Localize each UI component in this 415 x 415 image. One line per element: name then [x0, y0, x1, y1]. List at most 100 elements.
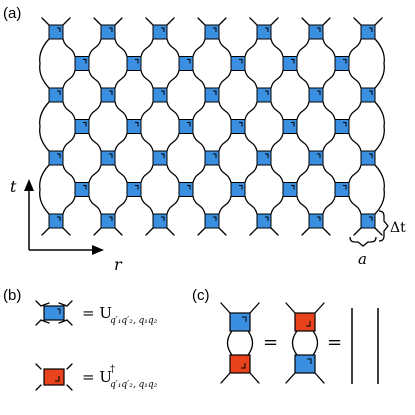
gate-square: [126, 182, 142, 197]
identity-wires: [351, 308, 379, 384]
gate-orientation-mark: [135, 185, 139, 190]
unitary-gate: [48, 24, 64, 40]
gate-orientation-mark: [57, 27, 61, 32]
circuit-wire: [322, 196, 336, 215]
gate-udagger-definition: = U † q′₁q′₂, q₁q₂: [35, 363, 158, 391]
gate-square: [230, 182, 246, 197]
open-leg: [218, 17, 227, 26]
gate-square: [48, 24, 64, 40]
gate-square: [204, 87, 220, 103]
unitary-gate: [178, 182, 194, 197]
open-leg: [353, 227, 362, 236]
circuit-wire: [88, 164, 102, 183]
unitary-gate: [74, 182, 90, 197]
unitary-gate: [334, 56, 350, 71]
circuit-wire: [348, 196, 362, 215]
gate-square: [178, 56, 194, 71]
gate-orientation-mark: [57, 153, 61, 158]
open-leg: [93, 17, 102, 26]
unitary-gate: [48, 213, 64, 229]
circuit-wire: [140, 133, 154, 152]
gate-orientation-mark: [213, 153, 217, 158]
left-boundary-wire: [39, 38, 50, 89]
circuit-wire: [296, 164, 310, 183]
left-boundary-wire: [39, 164, 50, 215]
gate-orientation-mark: [109, 27, 113, 32]
open-leg: [114, 17, 123, 26]
circuit-wire: [348, 164, 362, 183]
open-leg: [197, 227, 206, 236]
brickwork-circuit: [39, 17, 385, 236]
gate-orientation-mark: [291, 122, 295, 127]
unitary-gate: [256, 213, 272, 229]
unitarity-composite-udagger-u: [220, 302, 260, 384]
circuit-wire: [88, 70, 102, 89]
right-boundary-wire: [374, 164, 385, 215]
gate-square: [178, 119, 194, 134]
gate-orientation-mark: [239, 185, 243, 190]
unitary-gate: [48, 150, 64, 166]
open-leg: [301, 17, 310, 26]
open-leg: [114, 227, 123, 236]
gate-orientation-mark: [317, 153, 321, 158]
gate-square: [204, 24, 220, 40]
unitary-gate: [178, 119, 194, 134]
gate-square: [256, 24, 272, 40]
circuit-wire: [296, 38, 310, 57]
gate-square: [256, 213, 272, 229]
gate-square: [230, 119, 246, 134]
unitary-gate: [178, 56, 194, 71]
panel-b-label: (b): [3, 287, 21, 304]
circuit-wire: [270, 101, 284, 120]
circuit-wire: [114, 101, 128, 120]
gate-orientation-mark: [83, 185, 87, 190]
unitary-gate: [360, 24, 376, 40]
open-leg: [197, 17, 206, 26]
gate-square: [360, 150, 376, 166]
circuit-wire: [88, 101, 102, 120]
unitary-gate: [256, 87, 272, 103]
gate-orientation-mark: [369, 216, 373, 221]
gate-square: [282, 56, 298, 71]
gate-orientation-mark: [265, 216, 269, 221]
open-leg: [249, 17, 258, 26]
circuit-wire: [114, 196, 128, 215]
gate-square: [360, 24, 376, 40]
open-leg: [374, 227, 383, 236]
gate-square: [334, 56, 350, 71]
unitary-gate: [360, 87, 376, 103]
gate-orientation-mark: [135, 122, 139, 127]
lattice-a-label: a: [358, 250, 367, 268]
gate-orientation-mark: [213, 27, 217, 32]
open-leg: [374, 17, 383, 26]
gate-u-definition: = U q′₁q′₂, q₁q₂: [35, 300, 158, 326]
circuit-wire: [62, 164, 76, 183]
gate-orientation-mark: [239, 122, 243, 127]
gate-orientation-mark: [265, 27, 269, 32]
circuit-wire: [218, 101, 232, 120]
eq-sign-2: =: [327, 332, 342, 353]
circuit-wire: [322, 101, 336, 120]
gate-square: [308, 150, 324, 166]
gate-square: [100, 24, 116, 40]
gate-square: [74, 56, 90, 71]
circuit-wire: [218, 133, 232, 152]
circuit-wire: [270, 133, 284, 152]
unitary-gate: [256, 150, 272, 166]
open-leg: [353, 17, 362, 26]
gate-orientation-mark: [187, 185, 191, 190]
gate-square: [360, 87, 376, 103]
gate-square: [256, 87, 272, 103]
circuit-wire: [296, 101, 310, 120]
axis-t-label: t: [10, 177, 17, 196]
circuit-wire: [244, 101, 258, 120]
unitary-gate: [204, 24, 220, 40]
unitary-gate: [204, 150, 220, 166]
circuit-wire: [140, 196, 154, 215]
gate-square: [178, 182, 194, 197]
gate-square: [204, 213, 220, 229]
gate-square: [256, 150, 272, 166]
open-leg: [322, 17, 331, 26]
gate-orientation-mark: [317, 90, 321, 95]
